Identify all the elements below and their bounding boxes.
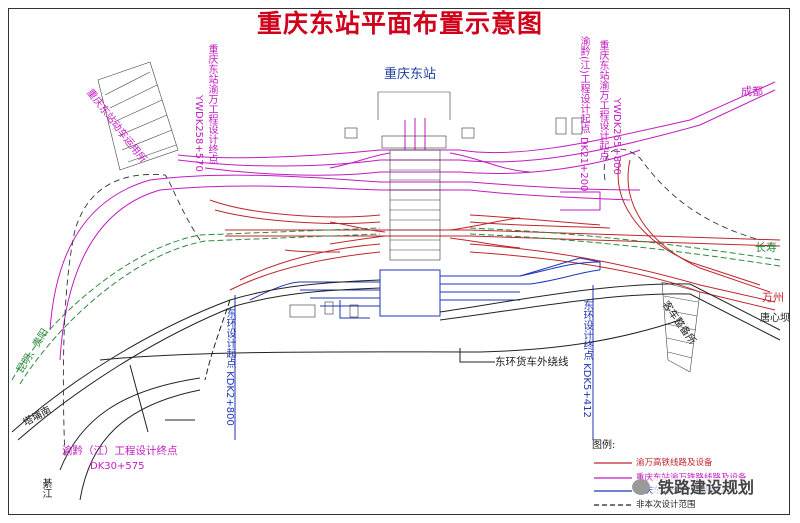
watermark: 铁路建设规划 — [654, 478, 759, 498]
yuqian-start-label: 渝黔(江)工程设计起点 DK21+200 — [578, 36, 589, 192]
red-lines — [209, 159, 781, 311]
freight-line-label: 东环货车外绕线 — [495, 356, 569, 368]
changshou-label: 长寿 — [755, 241, 777, 254]
tangxinba-label: 唐心坝 — [760, 313, 790, 324]
station-platforms — [289, 91, 583, 318]
outer-dashed-ring — [62, 148, 761, 461]
green-lines — [11, 227, 781, 385]
donghuan-end-label: 东环设计终点 KDK5+412 — [581, 300, 592, 418]
wanzhou-label: 万州 — [762, 291, 784, 304]
page-title: 重庆东站平面布置示意图 — [256, 9, 543, 38]
blue-lines — [234, 257, 601, 440]
chengdu-label: 成都 — [741, 85, 763, 98]
yuwan-start-label: 重庆东站渝万工程设计起点 — [597, 40, 608, 160]
black-lines — [11, 279, 781, 501]
magenta-lines — [49, 81, 776, 361]
yuwan-start-km-label: YWDK265+800 — [611, 98, 622, 175]
donghuan-start-label: 东环设计起点 KDK2+800 — [224, 308, 235, 426]
station-name-label: 重庆东站 — [384, 67, 437, 82]
yuqian-end-km-label: DK30+575 — [90, 461, 145, 472]
depot-area — [97, 61, 179, 171]
yuwan-end-label: 重庆东站渝万工程设计终点 — [206, 44, 217, 164]
legend-samples — [594, 462, 632, 506]
yuqian-end-label: 渝黔（江）工程设计终点 — [62, 445, 178, 457]
drawing-frame — [8, 8, 790, 515]
legend-item-yuwan: 渝万高铁线路及设备 — [636, 458, 713, 468]
legend-title: 图例: — [592, 440, 616, 451]
passenger-depot-area — [661, 281, 701, 373]
wechat-icon — [632, 479, 650, 495]
qijiang-label: 綦江 — [40, 478, 51, 498]
yuwan-end-km-label: YWDK258+570 — [193, 95, 204, 172]
legend-item-out-of-scope: 非本次设计范围 — [636, 500, 696, 510]
